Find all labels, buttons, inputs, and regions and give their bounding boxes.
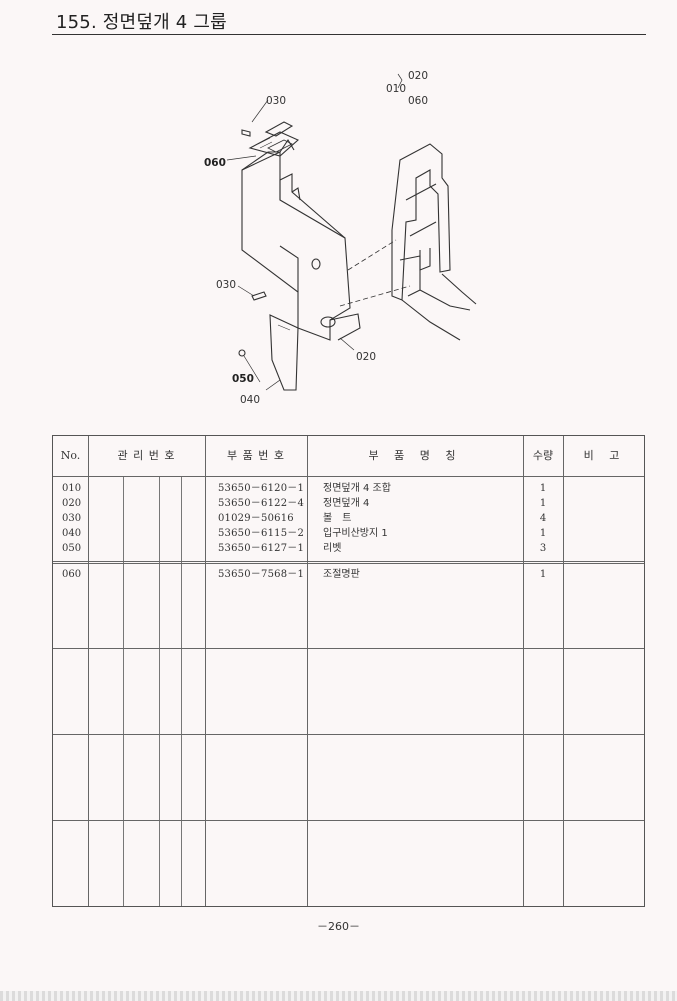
parts-diagram: 010 020 060 030 060 030 020 050 040 — [204, 70, 477, 406]
header-mgmt-no: 관 리 번 호 — [117, 449, 176, 462]
table-row: 030 01029－50616 볼 트 4 — [62, 513, 547, 524]
header-no: No. — [60, 449, 81, 462]
adjust-plate-part — [248, 131, 300, 157]
dust-guard-part — [269, 314, 299, 391]
table-row: 050 53650－6127－1 리벳 3 — [62, 543, 547, 554]
header-remark: 비 고 — [583, 449, 626, 462]
callout-040: 040 — [240, 394, 260, 406]
callout-020: 020 — [356, 351, 376, 363]
table-row: 010 53650－6120－1 정면덮개 4 조합 1 — [62, 483, 547, 494]
callout-020-top: 020 — [408, 70, 428, 82]
header-part-no: 부 품 번 호 — [227, 449, 285, 462]
header-part-name: 부 품 명 칭 — [368, 449, 462, 462]
front-cover-part — [241, 151, 351, 341]
scan-edge — [0, 991, 677, 1001]
table-row: 040 53650－6115－2 입구비산방지 1 1 — [62, 528, 547, 539]
page-header: 155. 정면덮개 4 그룹 — [52, 6, 646, 35]
page-title: 155. 정면덮개 4 그룹 — [56, 12, 227, 33]
callout-060-top: 060 — [408, 95, 428, 107]
header-qty: 수량 — [532, 449, 554, 462]
table-row: 060 53650－7568－1 조절명판 1 — [62, 569, 547, 580]
callout-030-mid: 030 — [216, 279, 236, 291]
page-number: －260－ — [317, 920, 360, 933]
parts-table: No. 관 리 번 호 부 품 번 호 부 품 명 칭 수량 비 고 010 5… — [52, 435, 645, 907]
table-row: 020 53650－6122－4 정면덮개 4 1 — [62, 498, 547, 509]
callout-050: 050 — [232, 373, 254, 385]
callout-060: 060 — [204, 157, 226, 169]
callout-010: 010 — [386, 83, 406, 95]
callout-030-top: 030 — [266, 95, 286, 107]
